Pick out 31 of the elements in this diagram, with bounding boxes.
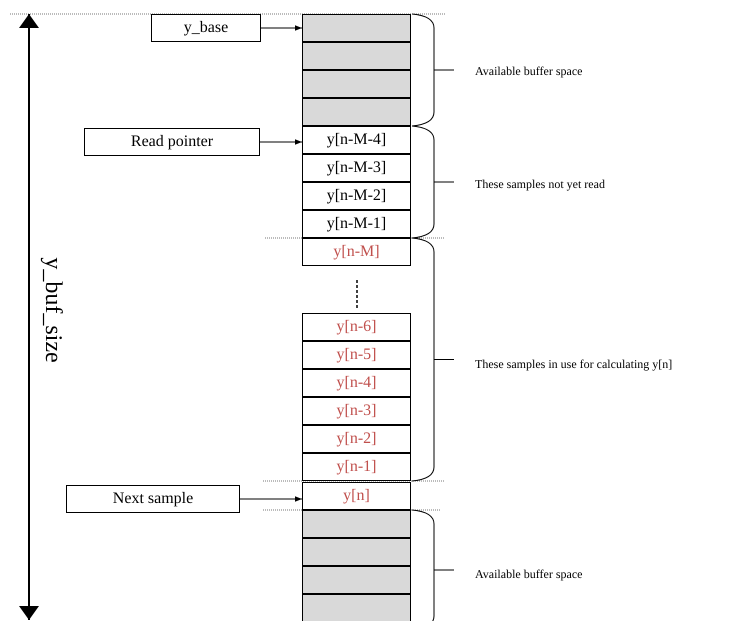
pointer-label-box: Read pointer	[84, 128, 260, 156]
arrow	[260, 139, 302, 145]
brace-label: Available buffer space	[475, 65, 583, 77]
buffer-cell: y[n-M-3]	[302, 154, 411, 182]
brace-label: Available buffer space	[475, 568, 583, 580]
buffer-cell	[302, 14, 411, 42]
dimension-label: y_buf_size	[41, 256, 65, 365]
buffer-cell: y[n-5]	[302, 341, 411, 369]
buffer-cell: y[n-6]	[302, 313, 411, 341]
buffer-cell: y[n-3]	[302, 397, 411, 425]
buffer-cell	[302, 510, 411, 538]
buffer-cell: y[n-M-2]	[302, 182, 411, 210]
buffer-cell: y[n-2]	[302, 425, 411, 453]
buffer-cell	[302, 42, 411, 70]
buffer-cell: y[n-M]	[302, 238, 411, 266]
brace-label: These samples not yet read	[475, 178, 605, 190]
buffer-cell	[302, 538, 411, 566]
buffer-cell: y[n]	[302, 482, 411, 510]
buffer-cell: y[n-M-4]	[302, 126, 411, 154]
buffer-cell: y[n-M-1]	[302, 210, 411, 238]
buffer-cell	[302, 98, 411, 126]
pointer-label-box: y_base	[151, 14, 261, 42]
buffer-cell	[302, 70, 411, 98]
arrow	[260, 25, 302, 31]
buffer-cell	[302, 566, 411, 594]
buffer-cell	[302, 594, 411, 621]
buffer-cell: y[n-1]	[302, 453, 411, 481]
brace-label: These samples in use for calculating y[n]	[475, 358, 672, 370]
pointer-label-box: Next sample	[66, 485, 240, 513]
buffer-cell: y[n-4]	[302, 369, 411, 397]
arrow	[240, 496, 302, 502]
